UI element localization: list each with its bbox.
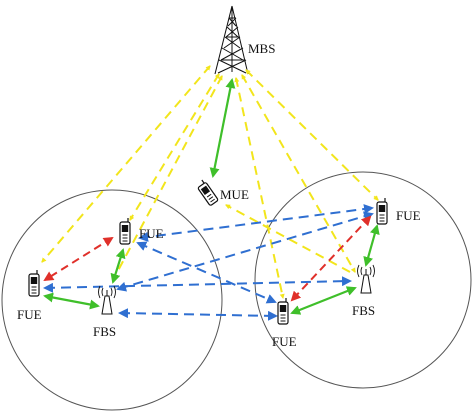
desired-links	[43, 78, 380, 315]
right-fue-top-label: FUE	[396, 208, 421, 223]
left-fbs-to-right-fue-top-link	[116, 211, 374, 292]
left-fue-top-to-right-fue-top-link	[138, 204, 374, 242]
left-fue-label: FUE	[17, 307, 42, 322]
right-fbs-to-fue-bottom-link	[290, 286, 357, 315]
left-fue-phone-icon	[28, 269, 40, 297]
left-fbs-to-fue-top-link	[110, 248, 126, 284]
mbs-to-right-fbs-link	[241, 74, 356, 273]
mbs-to-mue-link	[209, 78, 236, 178]
left-femtocell-coverage	[1, 189, 223, 411]
left-fbs-to-right-fue-bottom-link	[118, 308, 278, 321]
right-fbs-label: FBS	[352, 303, 375, 318]
left-fue-top-to-left-fue-link	[43, 236, 114, 282]
left-fbs-antenna-icon	[98, 285, 116, 315]
left-fue-top-phone-icon	[119, 217, 131, 245]
macro-interference-links	[41, 65, 379, 299]
mbs-to-right-fue-top-link	[245, 69, 379, 201]
right-fbs-to-fue-top-link	[363, 224, 380, 267]
mbs-to-left-fue-link	[41, 65, 211, 263]
right-fue-top-to-right-fue-bottom-link	[290, 215, 372, 302]
left-fbs-label: FBS	[93, 324, 116, 339]
right-fbs-antenna-icon	[357, 264, 375, 294]
femto-to-femto-interference-links	[43, 215, 372, 302]
right-fue-bottom-phone-icon	[277, 297, 289, 325]
left-fbs-to-fue-link	[43, 292, 100, 310]
left-fue-top-label: FUE	[139, 226, 164, 241]
mue-phone-icon	[194, 178, 220, 207]
mue-label: MUE	[220, 187, 249, 202]
mbs-to-left-fbs-link	[112, 75, 223, 281]
left-fue-top-to-right-fue-bottom-link	[136, 241, 277, 304]
femto-interference-links	[43, 204, 374, 321]
right-fue-top-phone-icon	[376, 197, 388, 225]
mbs-label: MBS	[248, 41, 275, 56]
macro-tower-icon	[214, 5, 249, 75]
right-fue-bottom-label: FUE	[272, 334, 297, 349]
